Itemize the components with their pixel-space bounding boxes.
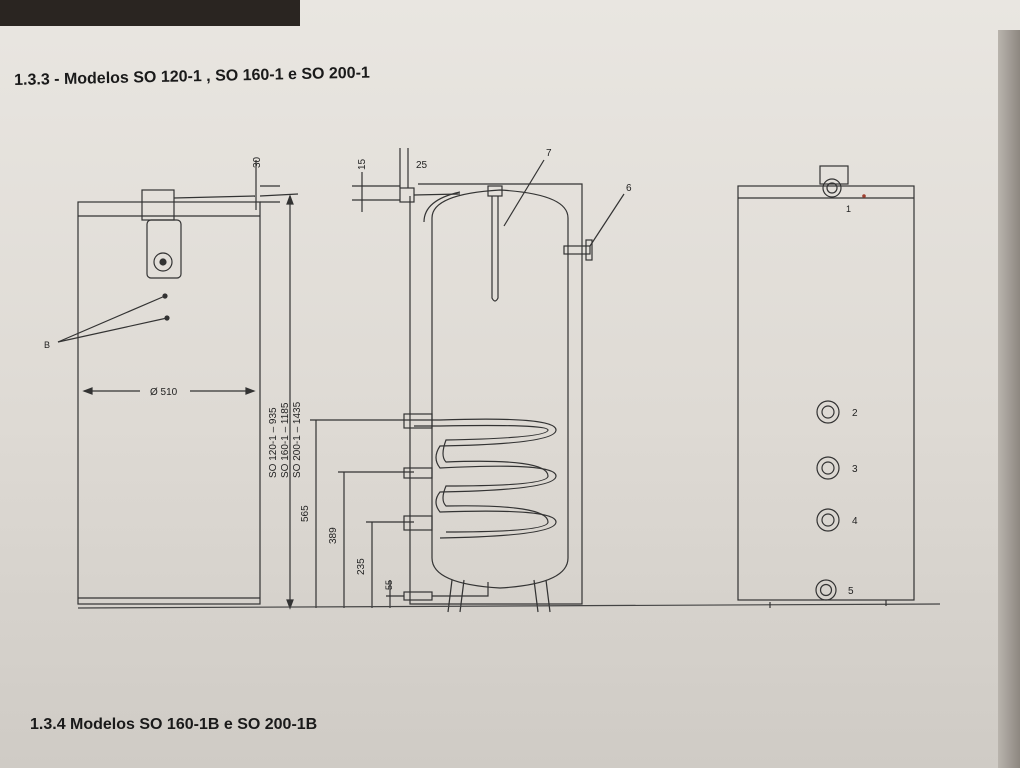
b-leader-lower [57,317,168,343]
tank-outline [431,189,569,589]
side-sensor-cap [585,239,593,261]
dim-25-label: 25 [416,160,428,171]
front-view-body [77,201,261,605]
label-b: B [44,340,50,350]
ground-line [77,603,941,609]
callout-6-leader [589,193,625,247]
side-sensor [563,245,591,255]
dim-30-label: 30 [252,156,263,168]
front-view-control-panel [146,219,182,279]
recirculation-connection [403,467,433,479]
connection-1-inner-icon [826,182,838,194]
thermometer-icon [153,252,173,272]
side-view-body [737,185,915,601]
leg-right-inner [545,579,551,613]
height-so160: SO 160-1 – 1185 [280,402,291,478]
callout-5: 5 [848,586,854,597]
connection-2-inner-icon [821,405,835,419]
height-so200: SO 200-1 – 1435 [292,401,303,478]
front-view-top-pipe [173,195,256,199]
background-edge [0,0,300,26]
callout-3: 3 [852,464,858,475]
section-view: 15 25 565 389 235 55 7 6 [300,148,632,613]
top-connection-center [487,185,503,197]
coil-outlet [403,515,433,531]
dim-235-label: 235 [356,558,367,575]
next-section-title: 1.3.4 Modelos SO 160-1B e SO 200-1B [30,716,318,733]
connection-4-inner-icon [821,513,835,527]
technical-drawing: B Ø 510 30 SO 120-1 – 935 SO 160-1 – 118… [44,148,941,613]
height-arrow-top [286,194,294,205]
thermometer-center-icon [159,258,167,266]
dim-565-label: 565 [300,505,311,522]
height-so120: SO 120-1 – 935 [268,407,279,478]
heat-exchanger-coil [414,418,557,539]
casing-outline [409,183,583,605]
connection-1-icon [822,178,842,198]
height-ext-top [259,193,299,197]
dim-55-label: 55 [384,580,394,590]
marker-dot [862,194,866,198]
diameter-arrow-left [82,387,93,395]
callout-6: 6 [626,183,632,194]
dim-389-label: 389 [328,527,339,544]
connection-5-inner-icon [819,583,833,597]
connection-4-icon [816,508,840,532]
cold-water-pipe [432,582,489,597]
tank-insulation-line [423,191,461,223]
leg-right [533,579,539,613]
drain-connection [403,591,433,601]
side-view-top-box [819,165,849,185]
front-view: B Ø 510 30 SO 120-1 – 935 SO 160-1 – 118… [44,156,303,610]
height-arrow-bottom [286,599,294,610]
b-leader-upper [57,295,166,343]
side-view: 1 2 3 4 5 [737,165,915,608]
thermometer-sleeve [491,196,499,302]
page-binding-shadow [998,30,1020,768]
coil-inlet [403,413,433,429]
connection-3-inner-icon [821,461,835,475]
connection-5-icon [815,579,837,601]
top-connection-left [399,187,415,203]
top-pipe [413,193,461,196]
callout-7: 7 [546,148,552,159]
callout-7-leader [503,159,545,227]
connection-2-icon [816,400,840,424]
connection-3-icon [816,456,840,480]
callout-1: 1 [846,204,851,214]
callout-4: 4 [852,516,858,527]
callout-2: 2 [852,408,858,419]
diameter-arrow-right [245,387,256,395]
dim-15-label: 15 [357,158,368,170]
diameter-label: Ø 510 [150,387,178,398]
